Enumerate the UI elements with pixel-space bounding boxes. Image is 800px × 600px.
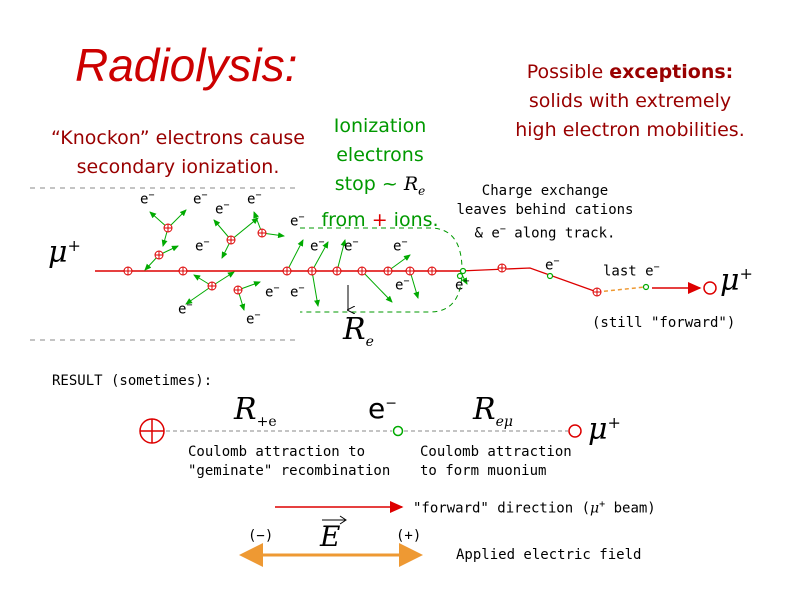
electron-label: e− — [310, 237, 325, 255]
electron-label: e− — [455, 276, 470, 294]
electron-label: e− — [247, 190, 262, 208]
slide-title: Radiolysis: — [75, 39, 298, 91]
muon-track-orange — [596, 286, 646, 293]
range-sub: e — [418, 183, 426, 198]
electron-label: e− — [395, 276, 410, 294]
electron-label: e− — [140, 190, 155, 208]
muon-endpoint — [703, 281, 717, 295]
ionization-line3-prefix: stop ~ — [334, 173, 404, 195]
E-field-symbol: E — [320, 520, 341, 553]
still-forward-label: (still "forward") — [592, 315, 736, 331]
coulomb-right-line1: Coulomb attraction — [420, 444, 572, 460]
coulomb-left-line1: Coulomb attraction to — [188, 444, 366, 460]
electron-label: e− — [195, 237, 210, 255]
cation-group — [123, 223, 602, 297]
electron-label: e− — [265, 283, 280, 301]
charge-line3-prefix: & e — [474, 225, 500, 242]
charge-exchange-note: Charge exchange leaves behind cations & … — [450, 182, 640, 244]
electron-label: e− — [178, 300, 193, 318]
result-muon-label: μ+ — [588, 412, 621, 447]
charge-line3-suffix: along track. — [505, 225, 616, 242]
electron-label: e− — [246, 310, 261, 328]
coulomb-note-right: Coulomb attraction to form muonium — [420, 443, 572, 481]
coulomb-left-line2: "geminate" recombination — [188, 463, 391, 479]
electron-label: e− — [193, 190, 208, 208]
exceptions-prefix: Possible — [526, 61, 610, 83]
electron-label: e− — [290, 283, 305, 301]
exceptions-line3: high electron mobilities. — [515, 119, 745, 141]
forward-direction-label: "forward" direction (μ+ beam) — [413, 499, 656, 517]
electron-dots — [456, 267, 650, 291]
Re-label: Re — [343, 312, 374, 350]
muon-track-tail — [459, 267, 598, 293]
knockon-note: “Knockon” electrons cause secondary ioni… — [38, 124, 318, 182]
coulomb-note-left: Coulomb attraction to "geminate" recombi… — [188, 443, 390, 481]
exceptions-line2: solids with extremely — [528, 90, 732, 112]
knockon-line1: “Knockon” electrons cause — [51, 127, 305, 149]
muon-label-end: μ+ — [720, 263, 753, 298]
muon-label-start: μ+ — [48, 235, 81, 270]
electron-label: e− — [215, 200, 230, 218]
applied-field-label: Applied electric field — [456, 547, 642, 563]
ionization-line4-suffix: ions. — [387, 208, 439, 231]
ionization-line1: Ionization — [333, 115, 427, 137]
range-symbol: R — [403, 173, 419, 195]
R-plus-e-label: R+e — [234, 392, 277, 430]
ionization-line4-prefix: from — [321, 208, 372, 231]
electron-label: e− — [344, 237, 359, 255]
exceptions-bold: exceptions: — [609, 61, 734, 83]
coulomb-right-line2: to form muonium — [420, 463, 547, 479]
charge-line2: leaves behind cations — [456, 202, 634, 218]
ionization-line2: electrons — [336, 144, 424, 166]
result-heading: RESULT (sometimes): — [52, 373, 213, 389]
electron-label: e− — [393, 237, 408, 255]
ionization-note: Ionization electrons stop ~ Re from + io… — [318, 112, 442, 235]
result-muon-circle — [568, 424, 582, 438]
field-minus-label: (−) — [248, 528, 274, 544]
knockon-line2: secondary ionization. — [76, 156, 280, 178]
knockon-arrows — [144, 209, 468, 311]
electron-label: e− — [290, 212, 305, 230]
result-electron-dot — [392, 425, 404, 437]
E-vector-head — [339, 515, 347, 525]
charge-line3-sup: − — [499, 224, 506, 235]
plus-sign: + — [371, 208, 388, 231]
result-electron-label: e− — [368, 392, 397, 425]
R-emu-label: Reμ — [473, 392, 513, 430]
exceptions-note: Possible exceptions: solids with extreme… — [505, 58, 755, 145]
field-plus-label: (+) — [396, 528, 422, 544]
last-electron-label: last e− — [603, 262, 660, 280]
charge-line1: Charge exchange — [481, 183, 609, 199]
electron-label: e− — [545, 256, 560, 274]
